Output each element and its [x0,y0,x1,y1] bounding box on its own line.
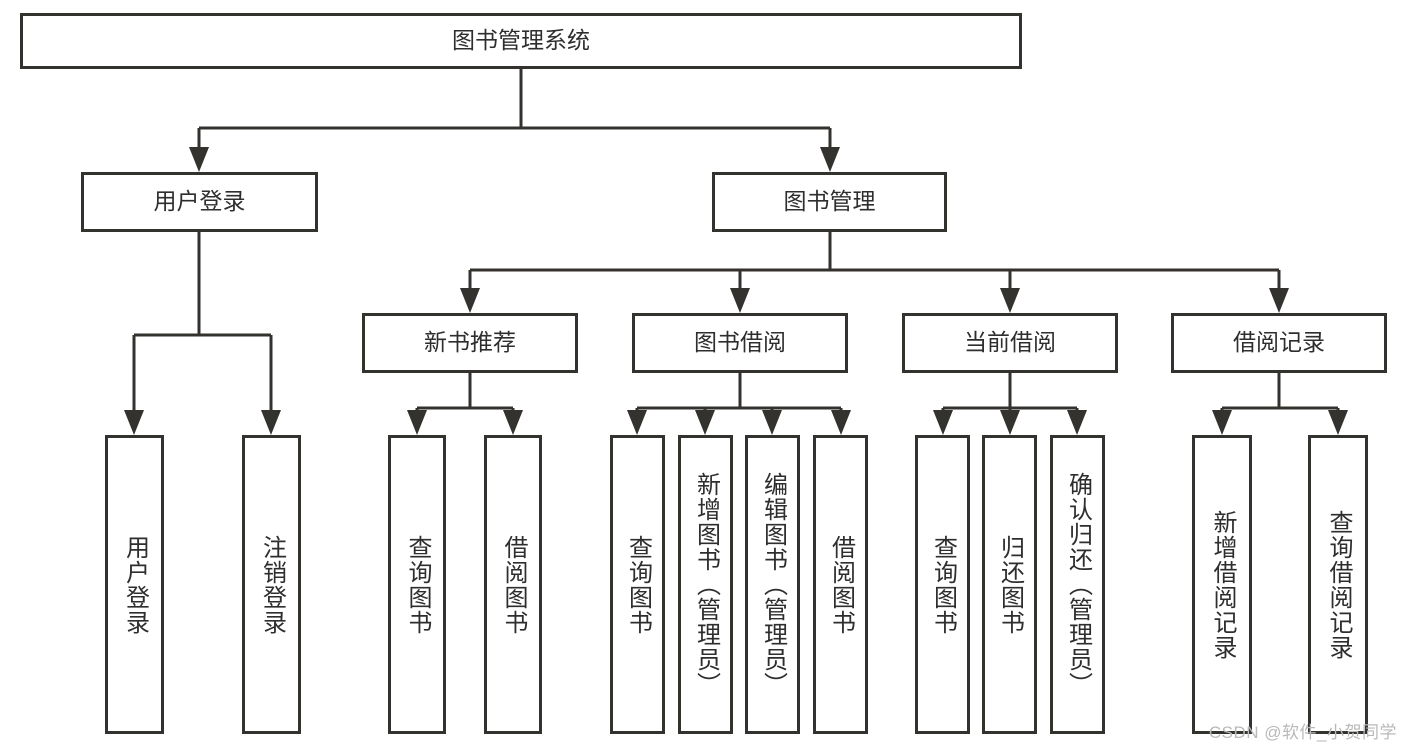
arrow-head-icon [460,288,480,313]
node-leaf-query-record[interactable] [1308,435,1368,734]
node-user-login[interactable]: 用户登录 [81,172,318,232]
arrow-head-icon [261,410,281,435]
node-leaf-query-book-current[interactable] [915,435,970,734]
node-box[interactable] [1050,435,1105,734]
node-box[interactable] [678,435,733,734]
arrow-head-icon [627,410,647,435]
node-box[interactable] [610,435,665,734]
node-leaf-confirm-return[interactable] [1050,435,1105,734]
node-box[interactable] [632,313,848,373]
arrow-head-icon [1269,288,1289,313]
node-leaf-return-book[interactable] [982,435,1037,734]
node-box[interactable] [982,435,1037,734]
arrow-head-icon [1067,410,1087,435]
node-box[interactable] [1171,313,1387,373]
arrow-head-icon [762,410,782,435]
node-label: 新书推荐 [424,329,516,355]
node-label: 借阅记录 [1233,329,1325,355]
node-box[interactable] [242,435,301,734]
node-box[interactable] [388,435,446,734]
node-label: 图书管理系统 [452,27,590,53]
node-new-book-rec[interactable]: 新书推荐 [362,313,578,373]
node-book-manage[interactable]: 图书管理 [712,172,947,232]
watermark-text: CSDN @软件_小贺同学 [1208,723,1397,742]
node-book-borrow[interactable]: 图书借阅 [632,313,848,373]
arrow-head-icon [695,410,715,435]
node-leaf-logout[interactable] [242,435,301,734]
node-box[interactable] [1308,435,1368,734]
arrow-head-icon [189,147,209,172]
node-box[interactable] [813,435,868,734]
node-box[interactable] [81,172,318,232]
arrow-head-icon [933,410,953,435]
node-leaf-add-record[interactable] [1192,435,1252,734]
node-borrow-record[interactable]: 借阅记录 [1171,313,1387,373]
arrow-head-icon [503,410,523,435]
node-box[interactable] [915,435,970,734]
arrow-head-icon [1000,410,1020,435]
node-label: 当前借阅 [964,329,1056,355]
node-box[interactable] [745,435,800,734]
node-leaf-add-book[interactable] [678,435,733,734]
node-box[interactable] [362,313,578,373]
node-box[interactable] [712,172,947,232]
arrow-head-icon [831,410,851,435]
node-box[interactable] [1192,435,1252,734]
node-root[interactable]: 图书管理系统 [20,13,1022,69]
node-box[interactable] [484,435,542,734]
arrow-head-icon [820,147,840,172]
node-leaf-edit-book[interactable] [745,435,800,734]
node-leaf-query-book-rec[interactable] [388,435,446,734]
arrow-head-icon [124,410,144,435]
arrow-head-icon [407,410,427,435]
node-leaf-user-login[interactable] [105,435,164,734]
arrow-head-icon [1212,410,1232,435]
node-current-borrow[interactable]: 当前借阅 [902,313,1118,373]
node-leaf-borrow-book[interactable] [813,435,868,734]
connector-layer [124,69,1348,435]
arrow-head-icon [730,288,750,313]
node-label: 图书借阅 [694,329,786,355]
node-leaf-query-book-borrow[interactable] [610,435,665,734]
node-box[interactable] [105,435,164,734]
node-box[interactable] [902,313,1118,373]
node-leaf-borrow-book-rec[interactable] [484,435,542,734]
node-box[interactable] [20,13,1022,69]
node-label: 用户登录 [154,188,246,214]
arrow-head-icon [1000,288,1020,313]
arrow-head-icon [1328,410,1348,435]
node-label: 图书管理 [784,188,876,214]
